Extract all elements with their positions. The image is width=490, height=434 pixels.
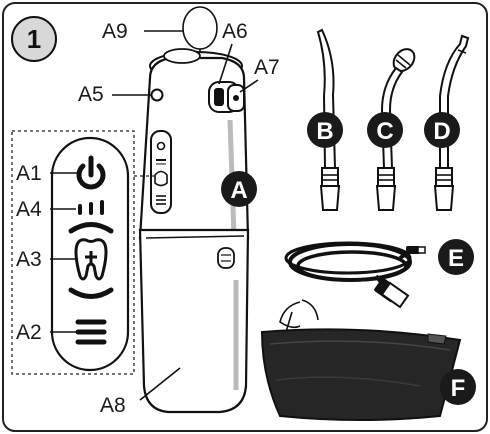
callout-a3: A3 [16, 248, 42, 271]
badge-f-label: F [451, 375, 466, 402]
storage-pouch [260, 299, 462, 421]
badge-c: C [367, 112, 403, 148]
callout-a6: A6 [222, 20, 248, 43]
callout-a9: A9 [102, 20, 128, 43]
callout-a2: A2 [16, 321, 42, 344]
badge-e-label: E [448, 245, 464, 272]
badge-f: F [440, 369, 476, 405]
callout-a5: A5 [78, 83, 104, 106]
badge-e: E [438, 239, 474, 275]
badge-d-label: D [433, 118, 450, 145]
water-flosser-body [138, 6, 250, 414]
step-number: 1 [27, 24, 41, 54]
usb-cable [284, 241, 426, 309]
badge-d: D [424, 112, 460, 148]
level-bars-icon [78, 200, 104, 215]
callout-a1: A1 [16, 162, 42, 185]
callout-a4: A4 [16, 198, 42, 221]
tank-cap [217, 247, 235, 269]
step-number-badge: 1 [11, 16, 57, 62]
callout-a8: A8 [100, 394, 126, 417]
tooth-mode-icon [68, 222, 114, 299]
menu-lines-icon [75, 319, 107, 345]
badge-a: A [221, 171, 257, 207]
nozzle-c [375, 48, 416, 211]
callout-a7: A7 [254, 56, 280, 79]
badge-a-label: A [230, 177, 247, 204]
badge-c-label: C [376, 118, 393, 145]
badge-b: B [307, 112, 343, 148]
control-panel-zoom-frame [11, 130, 135, 375]
release-button [150, 88, 164, 102]
badge-b-label: B [316, 118, 333, 145]
